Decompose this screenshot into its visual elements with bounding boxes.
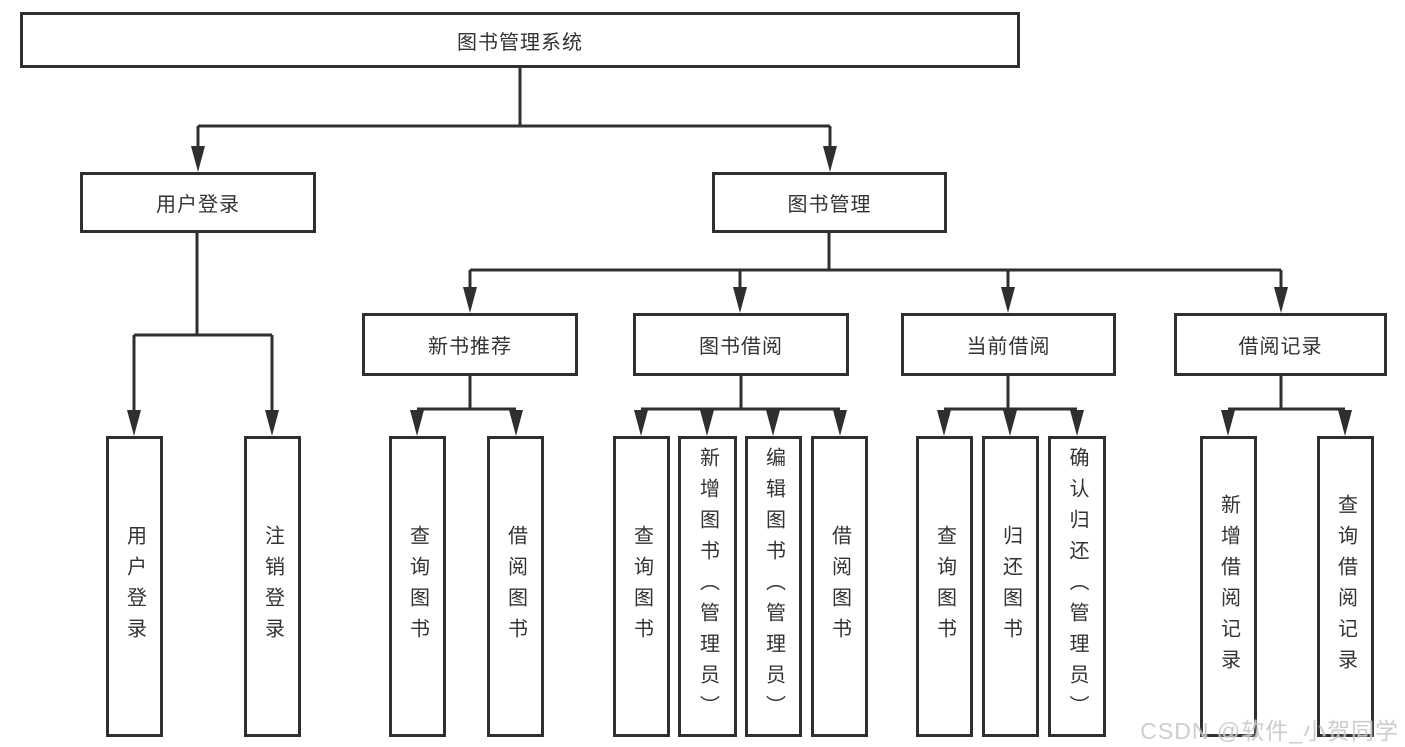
node-label: 新增图书（管理员）	[696, 447, 719, 726]
node-confirm-return-admin: 确认归还（管理员）	[1048, 436, 1106, 737]
connector-book-management	[463, 233, 1288, 313]
node-label: 查询借阅记录	[1334, 493, 1357, 680]
node-label: 查询图书	[630, 524, 653, 649]
node-label: 查询图书	[406, 524, 429, 649]
node-query-books-recommend: 查询图书	[389, 436, 446, 737]
connector-root	[191, 68, 837, 172]
node-new-book-recommend: 新书推荐	[362, 313, 578, 376]
arrow-down-icon	[823, 146, 837, 172]
node-label: 借阅图书	[828, 524, 851, 649]
node-book-borrow: 图书借阅	[633, 313, 849, 376]
node-label: 新增借阅记录	[1217, 493, 1240, 680]
node-query-books-current: 查询图书	[916, 436, 973, 737]
arrow-down-icon	[700, 410, 714, 436]
connector-borrow-records	[1221, 376, 1352, 436]
node-label: 归还图书	[999, 524, 1022, 649]
node-borrow-records: 借阅记录	[1174, 313, 1387, 376]
connector-new-book-recommend	[410, 376, 523, 436]
node-borrow-books-recommend: 借阅图书	[487, 436, 544, 737]
connector-book-borrow	[634, 376, 847, 436]
arrow-down-icon	[1003, 410, 1017, 436]
node-library-system: 图书管理系统	[20, 12, 1020, 68]
arrow-down-icon	[766, 410, 780, 436]
node-query-books-borrow: 查询图书	[613, 436, 670, 737]
node-label: 借阅图书	[504, 524, 527, 649]
node-label: 确认归还（管理员）	[1066, 447, 1088, 726]
arrow-down-icon	[1338, 410, 1352, 436]
arrow-down-icon	[1070, 410, 1084, 436]
node-add-borrow-record: 新增借阅记录	[1200, 436, 1257, 737]
csdn-watermark: CSDN @软件_小贺同学	[1140, 718, 1399, 744]
arrow-down-icon	[265, 410, 279, 436]
arrow-down-icon	[1274, 287, 1288, 313]
arrow-down-icon	[509, 410, 523, 436]
node-edit-books-admin: 编辑图书（管理员）	[745, 436, 802, 737]
node-current-borrow: 当前借阅	[901, 313, 1116, 376]
node-label: 查询图书	[933, 524, 956, 649]
node-book-management: 图书管理	[712, 172, 947, 233]
connector-user-login	[127, 233, 279, 436]
node-borrow-books-leaf: 借阅图书	[811, 436, 868, 737]
arrow-down-icon	[733, 287, 747, 313]
arrow-down-icon	[1001, 287, 1015, 313]
node-user-login-leaf: 用户登录	[106, 436, 163, 737]
node-return-books: 归还图书	[982, 436, 1039, 737]
arrow-down-icon	[463, 287, 477, 313]
arrow-down-icon	[937, 410, 951, 436]
node-add-books-admin: 新增图书（管理员）	[678, 436, 737, 737]
node-user-login: 用户登录	[80, 172, 316, 233]
arrow-down-icon	[634, 410, 648, 436]
arrow-down-icon	[191, 146, 205, 172]
arrow-down-icon	[833, 410, 847, 436]
node-logout: 注销登录	[244, 436, 301, 737]
node-label: 注销登录	[261, 524, 284, 649]
node-query-borrow-record: 查询借阅记录	[1317, 436, 1374, 737]
connector-current-borrow	[937, 376, 1084, 436]
arrow-down-icon	[1221, 410, 1235, 436]
arrow-down-icon	[127, 410, 141, 436]
node-label: 编辑图书（管理员）	[762, 447, 785, 726]
arrow-down-icon	[410, 410, 424, 436]
node-label: 用户登录	[123, 524, 146, 649]
